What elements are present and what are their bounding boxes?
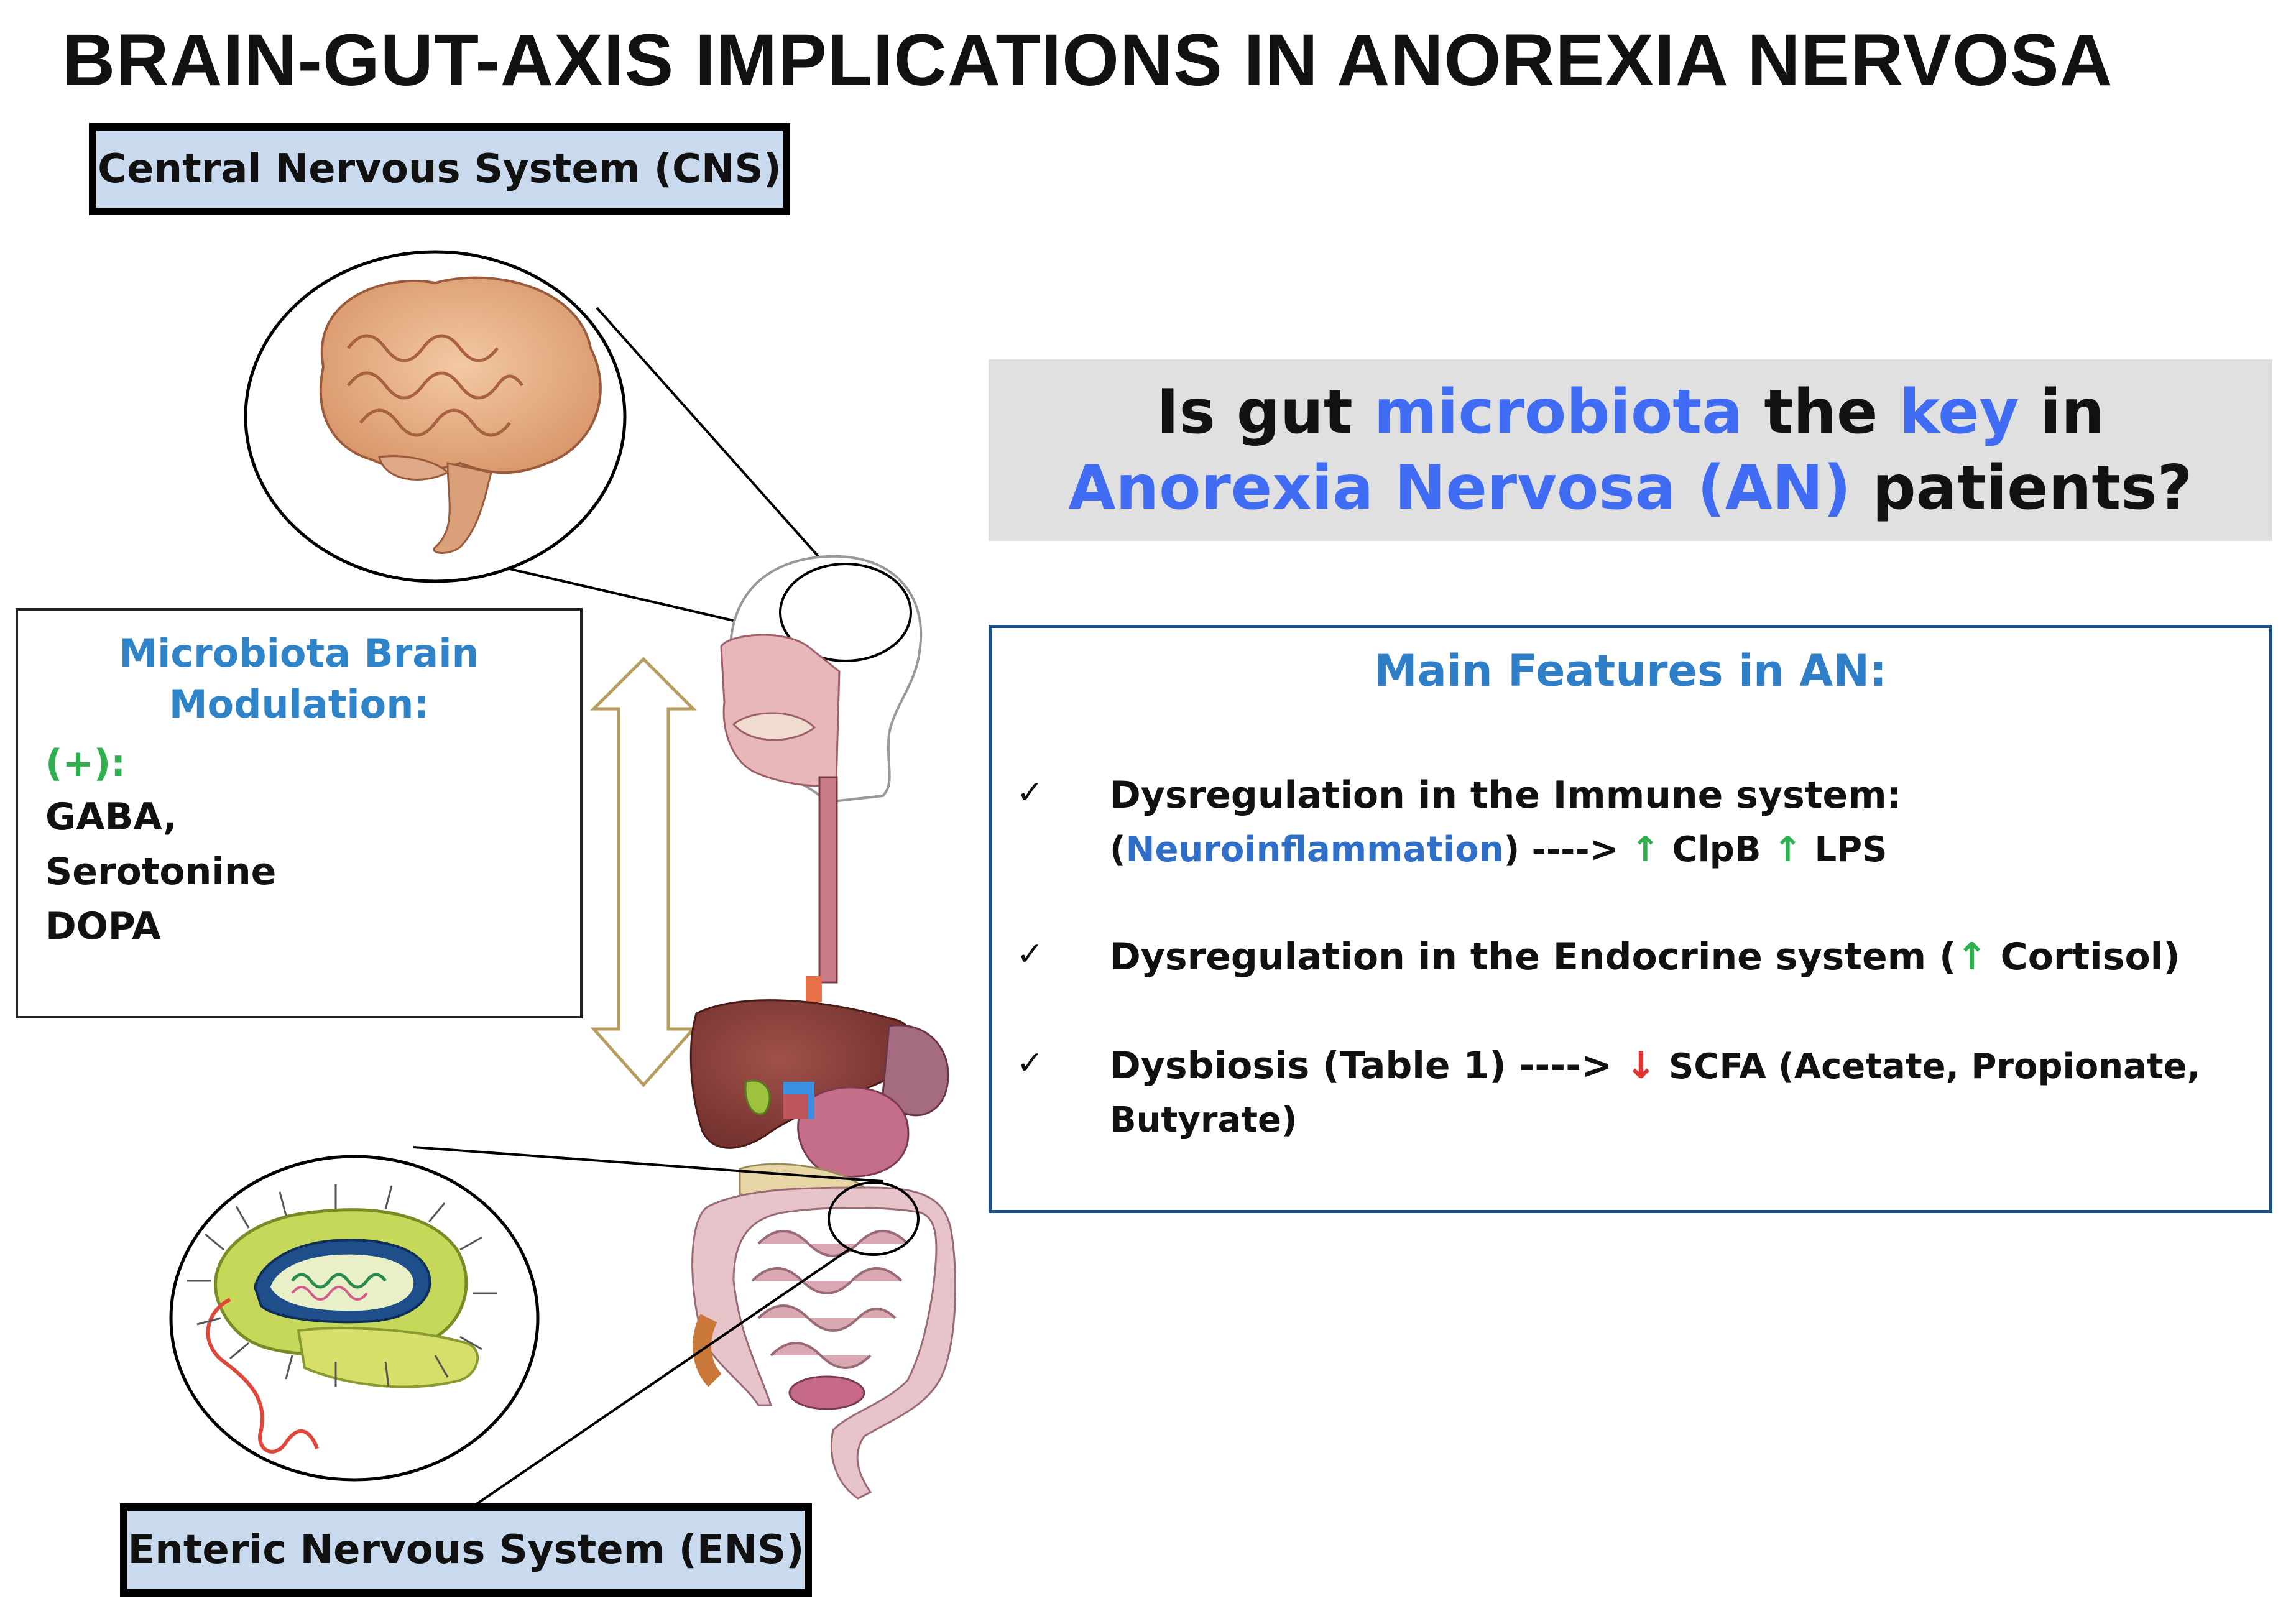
feature-endocrine: ✓ Dysregulation in the Endocrine system … — [1017, 930, 2251, 992]
question-line-2: Anorexia Nervosa (AN) patients? — [1069, 450, 2193, 526]
up-arrow-icon: ↑ — [1773, 829, 1802, 870]
modulation-item: DOPA — [45, 905, 161, 948]
ens-zoom-line-bottom — [474, 1248, 850, 1506]
question-text: Is gut — [1156, 377, 1374, 448]
esophagus-band — [806, 976, 822, 1002]
scfa-text: SCFA (Acetate, Propionate, — [1656, 1046, 2200, 1087]
neuroinflammation-text: Neuroinflammation — [1125, 829, 1504, 870]
up-arrow-icon: ↑ — [1631, 829, 1660, 870]
feature-text: ) ----> — [1503, 829, 1631, 870]
page-title: BRAIN-GUT-AXIS IMPLICATIONS IN ANOREXIA … — [62, 19, 2113, 101]
question-banner: Is gut microbiota the key in Anorexia Ne… — [989, 359, 2272, 541]
modulation-item: Serotonine — [45, 850, 277, 893]
ens-zoom-line-top — [413, 1146, 883, 1183]
down-arrow-icon: ↓ — [1625, 1044, 1657, 1087]
mouth-pharynx-icon — [720, 634, 841, 787]
question-anorexia: Anorexia Nervosa (AN) — [1068, 453, 1851, 524]
modulation-title-line: Modulation: — [168, 681, 430, 727]
feature-text: ( — [1110, 829, 1126, 870]
gut-zoom-circle — [828, 1181, 920, 1256]
question-text: the — [1743, 377, 1899, 448]
feature-immune-line-1: Dysregulation in the Immune system: — [1110, 773, 1902, 817]
checkmark-icon: ✓ — [1017, 936, 1044, 973]
clpb-text: ClpB — [1659, 829, 1774, 870]
modulation-item: GABA, — [45, 795, 177, 839]
features-title: Main Features in AN: — [1373, 645, 1888, 696]
feature-immune: ✓ Dysregulation in the Immune system: (N… — [1017, 768, 2251, 892]
double-arrow-icon — [589, 657, 698, 1087]
digestive-organs-icon — [689, 999, 957, 1500]
question-microbiota: microbiota — [1373, 377, 1743, 448]
question-text: in — [2019, 377, 2105, 448]
bacterium-icon — [187, 1184, 497, 1454]
feature-text: Dysbiosis (Table 1) ----> — [1110, 1044, 1626, 1087]
modulation-title: Microbiota Brain Modulation: — [45, 628, 553, 730]
checkmark-icon: ✓ — [1017, 774, 1044, 811]
feature-endocrine-line: Dysregulation in the Endocrine system (↑… — [1110, 930, 2251, 984]
up-arrow-icon: ↑ — [1956, 935, 1988, 979]
tongue-icon — [732, 712, 816, 741]
feature-dysbiosis-line-2: Butyrate) — [1110, 1100, 1298, 1140]
head-zoom-circle — [779, 563, 912, 662]
feature-dysbiosis: ✓ Dysbiosis (Table 1) ----> ↓ SCFA (Acet… — [1017, 1038, 2251, 1163]
modulation-title-line: Microbiota Brain — [119, 630, 479, 676]
features-box: Main Features in AN: ✓ Dysregulation in … — [989, 625, 2272, 1213]
question-line-1: Is gut microbiota the key in — [1156, 374, 2105, 450]
feature-immune-line-2: (Neuroinflammation) ----> ↑ ClpB ↑ LPS — [1110, 823, 2251, 877]
feature-dysbiosis-line-1: Dysbiosis (Table 1) ----> ↓ SCFA (Acetat… — [1110, 1038, 2251, 1094]
brain-icon — [319, 276, 602, 554]
question-text: patients? — [1851, 453, 2193, 524]
cortisol-text: Cortisol) — [1987, 935, 2180, 979]
checkmark-icon: ✓ — [1017, 1045, 1044, 1082]
feature-text: Dysregulation in the Endocrine system ( — [1110, 935, 1957, 979]
lps-text: LPS — [1802, 829, 1888, 870]
esophagus-icon — [818, 776, 838, 984]
modulation-box: Microbiota Brain Modulation: (+): GABA, … — [16, 608, 583, 1018]
question-key: key — [1899, 377, 2019, 448]
modulation-plus: (+): — [45, 742, 126, 785]
ens-label: Enteric Nervous System (ENS) — [120, 1503, 812, 1597]
cns-label: Central Nervous System (CNS) — [89, 123, 790, 215]
